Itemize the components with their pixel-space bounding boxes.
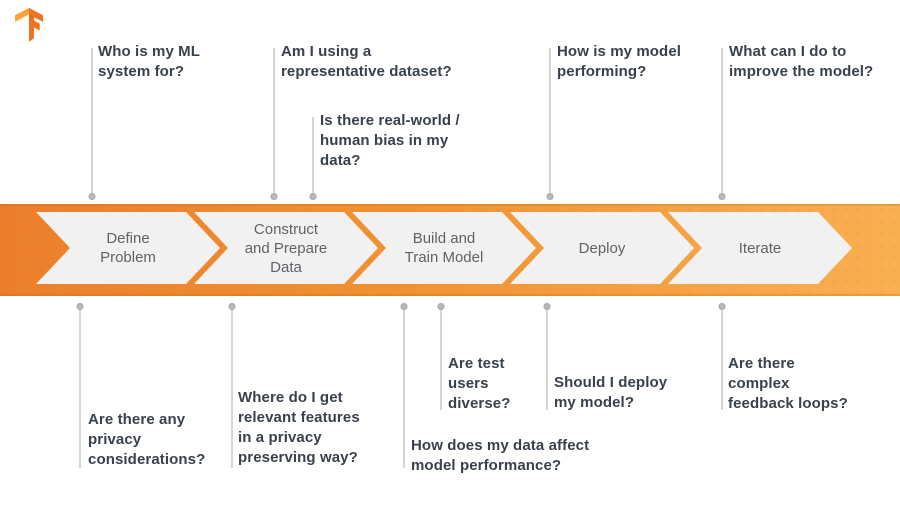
connector-line: [90, 48, 93, 194]
stage-label: Define Problem: [100, 230, 156, 266]
question-privacy-preserving-features: Where do I get relevant features in a pr…: [238, 389, 360, 466]
connector-bottom-1: [76, 303, 83, 468]
stage-label: Build and Train Model: [404, 230, 484, 266]
connector-top-3: [309, 117, 316, 200]
question-should-i-deploy: Should I deploy my model?: [554, 374, 668, 411]
connector-line: [272, 48, 275, 194]
connector-top-1: [88, 48, 95, 200]
connector-line: [402, 309, 405, 468]
connector-dot: [437, 303, 444, 310]
connector-line: [439, 309, 442, 410]
connector-dot: [546, 193, 553, 200]
connector-bottom-2: [228, 303, 235, 468]
question-representative-dataset: Am I using a representative dataset?: [281, 43, 452, 80]
connector-top-2: [270, 48, 277, 200]
connector-dot: [309, 193, 316, 200]
connector-dot: [270, 193, 277, 200]
connector-line: [230, 309, 233, 468]
connector-dot: [76, 303, 83, 310]
question-improve-the-model: What can I do to improve the model?: [729, 43, 874, 80]
connector-dot: [400, 303, 407, 310]
question-who-is-ml-system-for: Who is my ML system for?: [98, 43, 201, 80]
tensorflow-logo-icon: [10, 7, 48, 45]
question-test-users-diverse: Are test users diverse?: [448, 355, 511, 412]
connector-line: [720, 309, 723, 410]
stage-label: Iterate: [738, 239, 782, 257]
connector-dot: [88, 193, 95, 200]
stage-label: Deploy: [578, 239, 626, 257]
connector-line: [545, 309, 548, 410]
question-data-affect-performance: How does my data affect model performanc…: [411, 437, 590, 474]
question-real-world-human-bias: Is there real-world / human bias in my d…: [320, 112, 460, 169]
connector-dot: [718, 193, 725, 200]
connector-bottom-6: [718, 303, 725, 410]
connector-top-5: [718, 48, 725, 200]
connector-dot: [543, 303, 550, 310]
connector-dot: [718, 303, 725, 310]
connector-top-4: [546, 48, 553, 200]
question-model-performing: How is my model performing?: [557, 43, 682, 80]
connector-bottom-3: [400, 303, 407, 468]
connector-bottom-4: [437, 303, 444, 410]
connector-dot: [228, 303, 235, 310]
connector-line: [311, 117, 314, 194]
stage-chevron-construct-prepare-data: Construct and Prepare Data: [194, 212, 378, 284]
question-privacy-considerations: Are there any privacy considerations?: [88, 411, 206, 468]
connector-line: [720, 48, 723, 194]
connector-line: [548, 48, 551, 194]
connector-line: [78, 309, 81, 468]
connector-bottom-5: [543, 303, 550, 410]
stage-label: Construct and Prepare Data: [244, 220, 328, 276]
question-complex-feedback-loops: Are there complex feedback loops?: [728, 355, 848, 412]
